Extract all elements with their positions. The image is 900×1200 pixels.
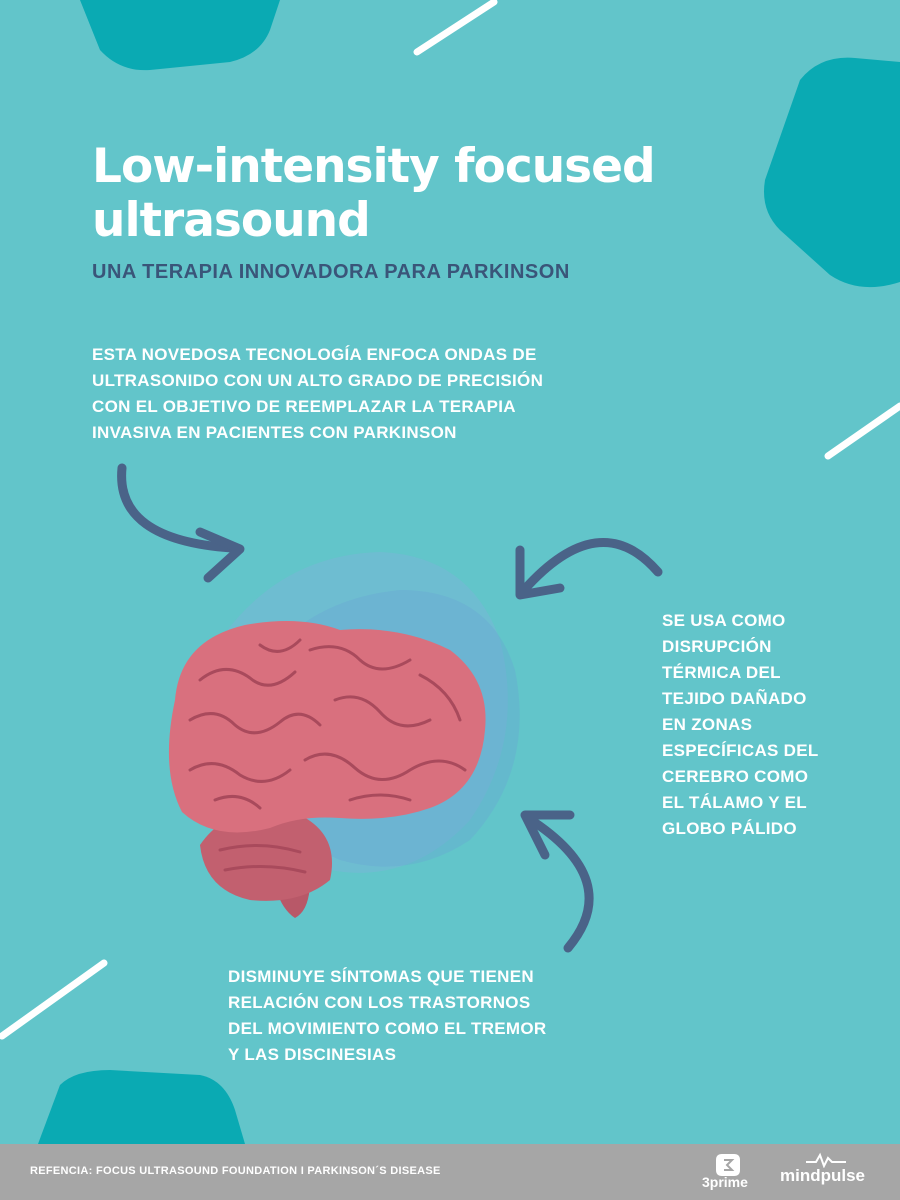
curved-arrow-icon — [519, 537, 663, 595]
curved-arrow-icon — [523, 813, 594, 953]
footer-bar: REFENCIA: FOCUS ULTRASOUND FOUNDATION I … — [0, 1144, 900, 1200]
page-subtitle: UNA TERAPIA INNOVADORA PARA PARKINSON — [92, 261, 570, 283]
page-title: Low-intensity focused ultrasound — [92, 139, 656, 248]
3prime-logo-text: 3prime — [702, 1174, 748, 1190]
bottom-left-shape — [38, 1070, 245, 1144]
white-line-right — [824, 402, 900, 460]
brain-illustration — [168, 621, 486, 918]
3prime-logo — [716, 1154, 740, 1176]
benefit-text: DISMINUYE SÍNTOMAS QUE TIENEN RELACIÓN C… — [228, 967, 547, 1064]
white-line-top — [413, 0, 498, 56]
curved-arrow-icon-head — [520, 810, 575, 860]
mindpulse-logo: mindpulse — [780, 1166, 866, 1185]
curved-arrow-icon-head — [195, 527, 245, 583]
right-hexagon-shape — [764, 57, 900, 288]
reference-text: REFENCIA: FOCUS ULTRASOUND FOUNDATION I … — [30, 1165, 441, 1177]
top-left-shape — [80, 0, 280, 71]
curved-arrow-icon — [117, 463, 237, 553]
white-line-left — [0, 959, 108, 1040]
curved-arrow-icon-head — [515, 545, 565, 600]
pulse-icon — [806, 1152, 846, 1168]
intro-text: ESTA NOVEDOSA TECNOLOGÍA ENFOCA ONDAS DE… — [92, 345, 544, 442]
usage-text: SE USA COMO DISRUPCIÓN TÉRMICA DEL TEJID… — [662, 611, 819, 838]
